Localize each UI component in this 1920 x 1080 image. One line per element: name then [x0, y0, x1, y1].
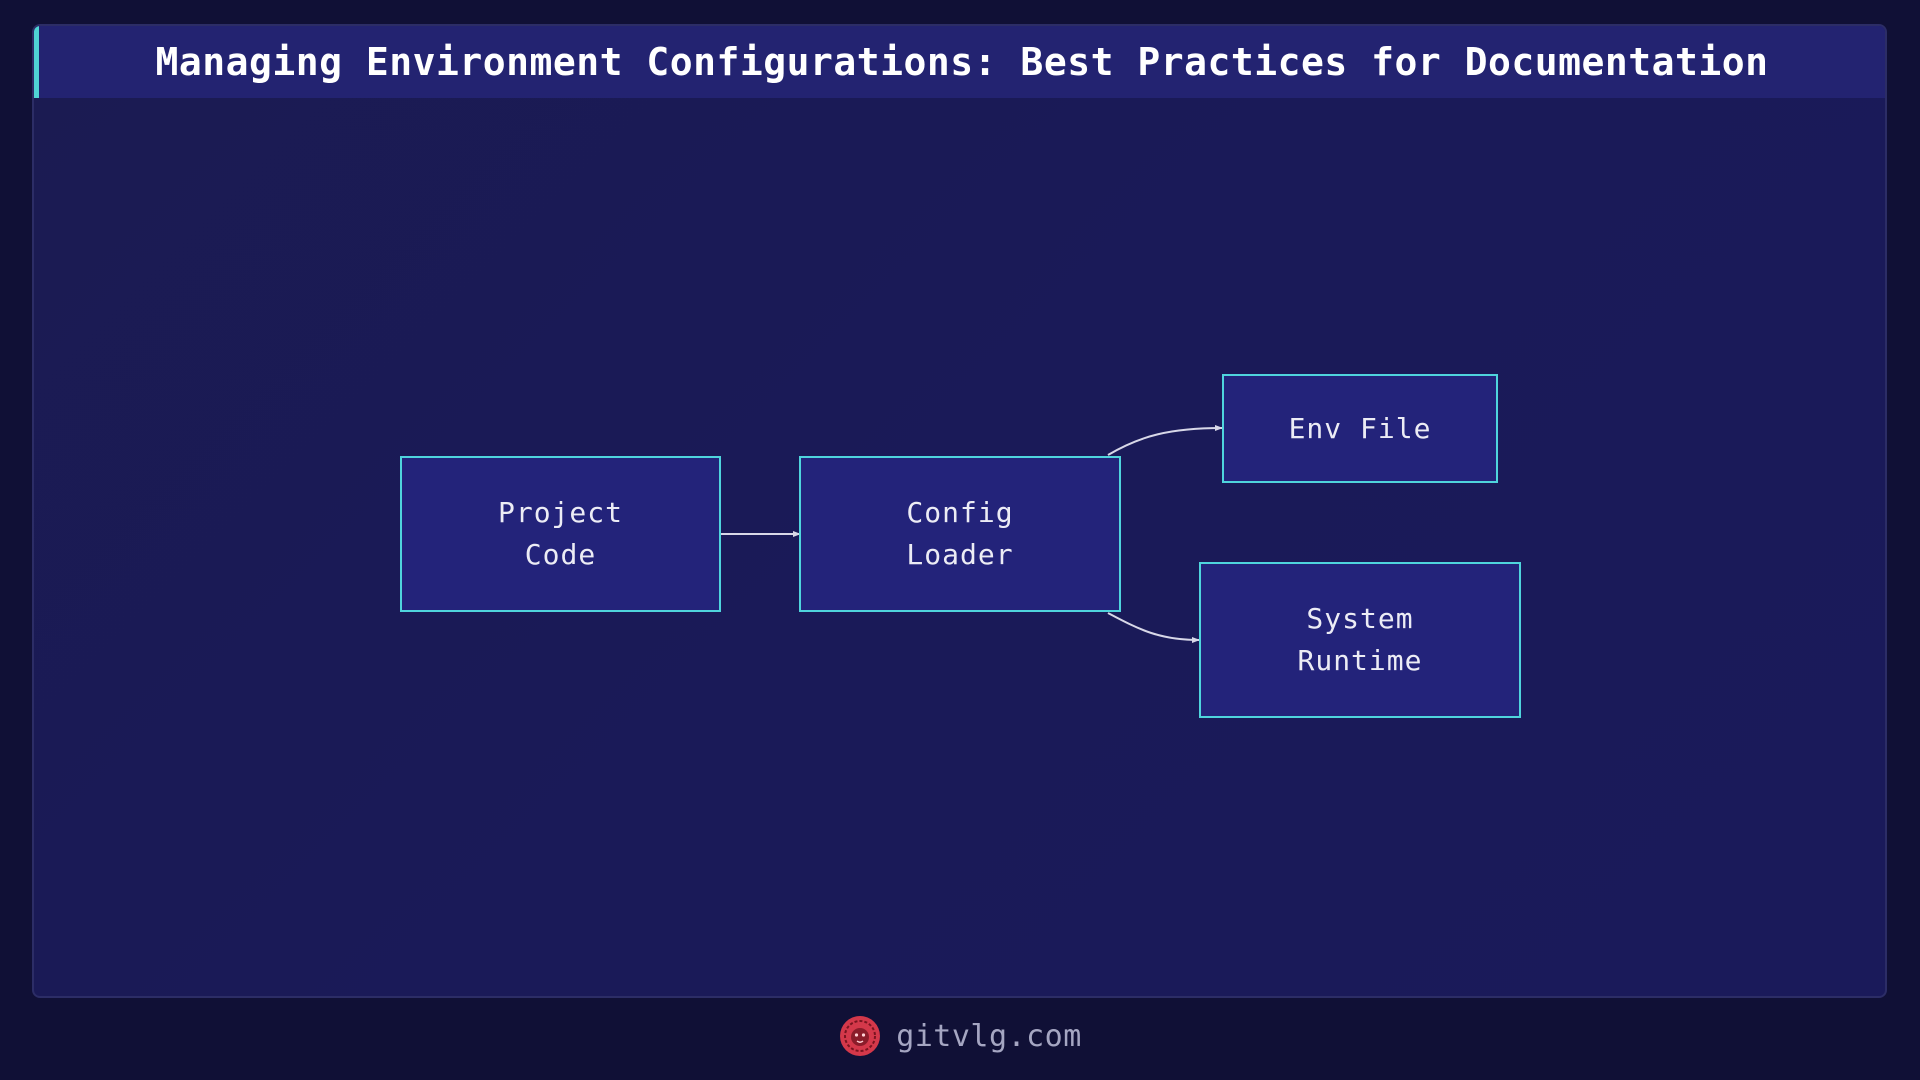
lion-head-icon	[840, 1016, 881, 1056]
node-system-runtime-label: System Runtime	[1297, 602, 1423, 677]
footer-site-link[interactable]: gitvlg.com	[896, 1018, 1082, 1054]
page-title: Managing Environment Configurations: Bes…	[155, 40, 1769, 84]
diagram-panel: Managing Environment Configurations: Bes…	[32, 24, 1887, 998]
node-project-code: Project Code	[400, 456, 721, 612]
title-bar: Managing Environment Configurations: Bes…	[34, 26, 1885, 98]
node-config-loader-label: Config Loader	[906, 496, 1014, 571]
node-config-loader: Config Loader	[799, 456, 1121, 612]
node-env-file: Env File	[1222, 374, 1498, 483]
edge-config-loader-to-system-runtime	[1107, 612, 1200, 643]
node-env-file-label: Env File	[1288, 411, 1432, 445]
node-project-code-label: Project Code	[497, 496, 623, 571]
edge-config-loader-to-env-file	[1107, 425, 1223, 456]
footer: gitvlg.com	[0, 1010, 1920, 1062]
node-system-runtime: System Runtime	[1199, 562, 1521, 718]
